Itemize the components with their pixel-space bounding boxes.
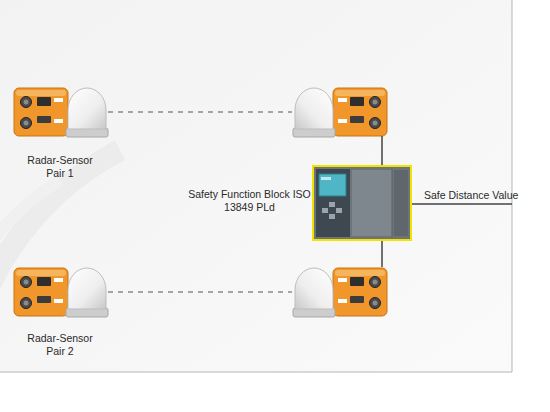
radar-sensor	[14, 88, 108, 137]
signal-wire	[381, 241, 383, 267]
sensor-pair-node: Radar-Sensor Pair 1	[10, 84, 110, 176]
node-label: Safety Function Block ISO 13849 PLd	[187, 188, 312, 214]
plc-key	[336, 208, 342, 213]
radar-sensor	[14, 268, 108, 317]
plc-display	[319, 174, 346, 196]
plc-module	[352, 170, 392, 236]
frame-line	[0, 372, 512, 373]
radar-beam	[108, 111, 292, 112]
background-swoosh	[0, 150, 120, 412]
plc-key	[329, 202, 335, 207]
safety-plc-node: Safety Function Block ISO 13849 PLd	[312, 165, 412, 241]
radar-beam	[108, 291, 292, 292]
node-label: Radar-Sensor Pair 2	[20, 332, 100, 358]
output-signal-label: Safe Distance Value	[424, 189, 518, 202]
plc-module-seam	[392, 169, 393, 237]
plc-key	[329, 214, 335, 219]
plc-front-panel	[316, 169, 350, 237]
frame-line	[512, 0, 513, 372]
signal-wire	[381, 136, 383, 165]
sensor-pair-node: Radar-Sensor Pair 2	[10, 264, 110, 356]
plc-display-line	[321, 177, 331, 180]
plc-body	[314, 167, 410, 239]
node-label: Radar-Sensor Pair 1	[20, 154, 100, 180]
plc-key	[322, 208, 328, 213]
radar-sensor	[293, 88, 387, 137]
plc-module	[394, 170, 408, 236]
radar-sensor	[293, 268, 387, 317]
output-line	[412, 203, 512, 205]
